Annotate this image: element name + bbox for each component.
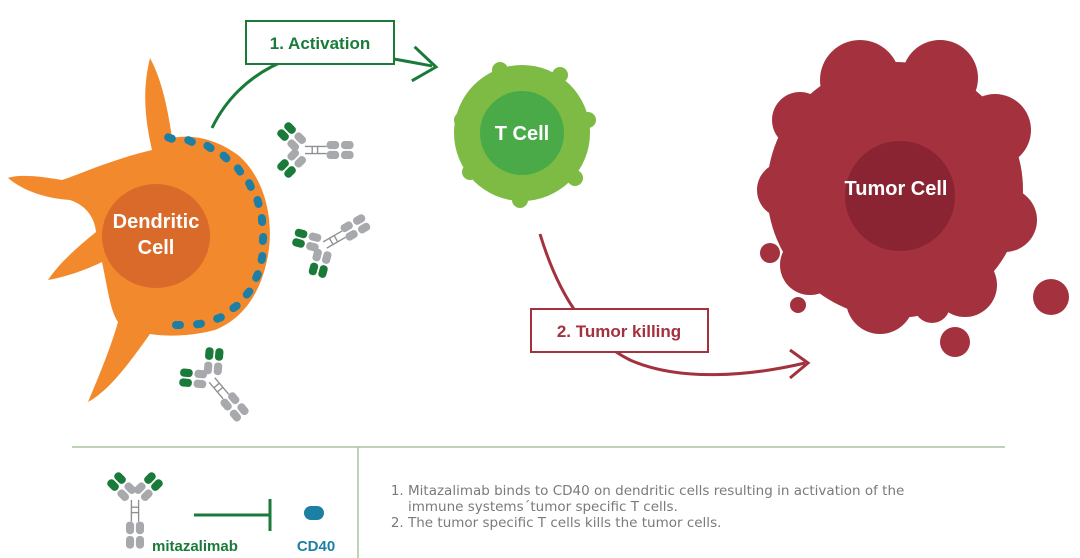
antibody-2 [284, 194, 383, 286]
tumor-fragment [940, 327, 970, 357]
cd40-receptors [164, 133, 268, 329]
antibody-1 [275, 120, 355, 180]
dendritic-cell: Dendritic Cell [8, 58, 270, 402]
tumor-killing-arrow [538, 233, 811, 380]
dendritic-cell-label-line2: Cell [138, 237, 175, 259]
t-cell: T Cell [454, 62, 596, 208]
legend-cd40-label: CD40 [297, 538, 335, 555]
tumor-fragment [760, 243, 780, 263]
note-1: Mitazalimab binds to CD40 on dendritic c… [408, 483, 948, 515]
tumor-fragment [1033, 279, 1069, 315]
tumor-cell: Tumor Cell [757, 40, 1069, 357]
tumor-killing-label: 2. Tumor killing [557, 322, 681, 341]
tumor-killing-label-box: 2. Tumor killing [530, 308, 709, 353]
antibody-3 [170, 338, 267, 437]
activation-label: 1. Activation [270, 34, 370, 53]
legend-cd40-icon [304, 506, 324, 520]
notes-list: Mitazalimab binds to CD40 on dendritic c… [388, 483, 948, 531]
activation-label-box: 1. Activation [245, 20, 395, 65]
tumor-fragment [790, 297, 806, 313]
legend: mitazalimab CD40 [105, 470, 335, 555]
tumor-nucleus [845, 141, 955, 251]
legend-mitazalimab-label: mitazalimab [152, 538, 238, 555]
t-cell-label: T Cell [495, 123, 549, 145]
legend-antibody-icon [105, 470, 165, 550]
dendritic-cell-nucleus [102, 184, 210, 288]
explanation-notes: Mitazalimab binds to CD40 on dendritic c… [388, 483, 948, 531]
dendritic-cell-label-line1: Dendritic [113, 211, 200, 233]
note-2: The tumor specific T cells kills the tum… [408, 515, 948, 531]
t-cell-nucleus [480, 91, 564, 175]
tumor-cell-label: Tumor Cell [845, 178, 948, 200]
